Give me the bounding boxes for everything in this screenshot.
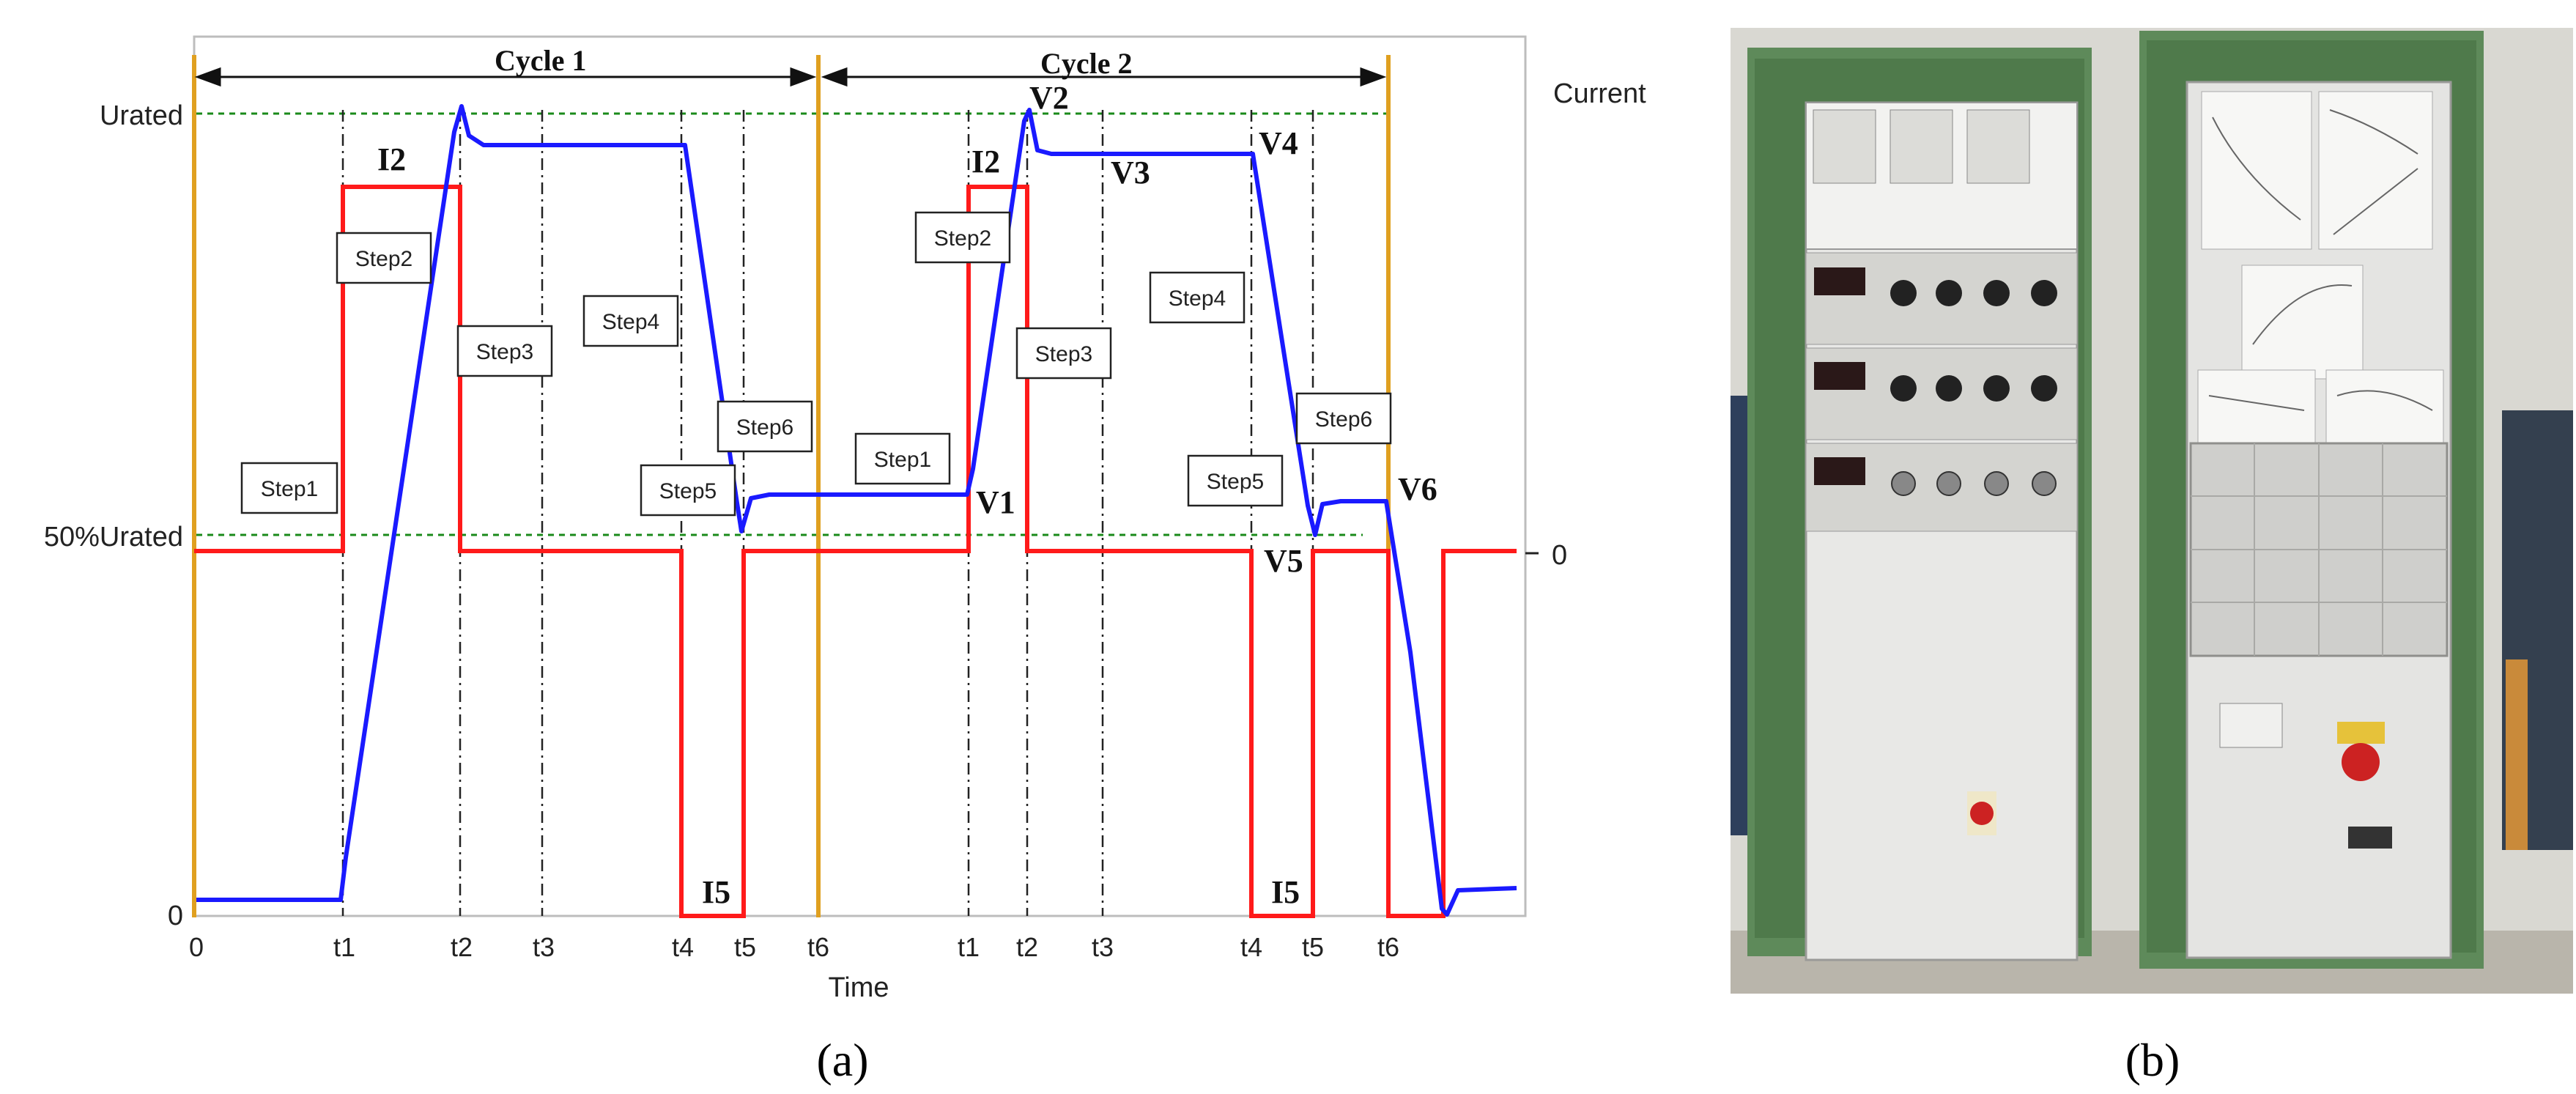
point-label: I2 <box>971 144 1000 180</box>
x-tick: t3 <box>533 932 555 962</box>
step-labels: Step1 Step2 Step3 Step4 Step5 Step6 Step… <box>261 226 1372 503</box>
x-tick: t6 <box>1377 932 1399 962</box>
x-tick: t1 <box>333 932 355 962</box>
point-labels: I2 I5 V2 I2 V3 V4 V1 V6 V5 I5 <box>377 80 1437 910</box>
panel-b-caption: (b) <box>2125 1034 2180 1086</box>
x-tick: t4 <box>1240 932 1262 962</box>
equipment-cabinet-left-icon <box>1747 48 2092 961</box>
point-label: V2 <box>1029 80 1069 116</box>
step-label: Step3 <box>476 340 533 364</box>
point-label: I5 <box>1271 874 1300 910</box>
step-label: Step4 <box>602 310 659 334</box>
cycle-1-label: Cycle 1 <box>495 44 587 77</box>
right-axis-zero: 0 <box>1552 540 1567 571</box>
point-label: V3 <box>1111 155 1150 191</box>
x-tick: t6 <box>807 932 829 962</box>
step-label: Step3 <box>1035 342 1092 366</box>
x-tick: t5 <box>1302 932 1324 962</box>
step-boxes <box>240 211 1392 517</box>
voltage-trace <box>196 104 1517 917</box>
x-tick: t1 <box>958 932 980 962</box>
step-label: Step5 <box>1207 470 1264 494</box>
x-tick: t2 <box>451 932 473 962</box>
x-tick: t2 <box>1016 932 1038 962</box>
panel-b-photo: (b) <box>1731 28 2573 1086</box>
cycle-arrows <box>194 67 1387 87</box>
point-label: V4 <box>1259 125 1298 161</box>
step-label: Step4 <box>1169 287 1226 311</box>
point-label: I5 <box>702 874 730 910</box>
cycle-2-label: Cycle 2 <box>1040 47 1133 80</box>
y-label-zero: 0 <box>168 901 183 931</box>
y-label-urated: Urated <box>100 100 183 131</box>
panel-a-caption: (a) <box>816 1034 868 1086</box>
y-label-half-urated: 50%Urated <box>44 522 183 552</box>
point-label: V1 <box>976 484 1015 520</box>
x-tick: t4 <box>672 932 694 962</box>
step-label: Step6 <box>1315 407 1372 432</box>
point-label: V6 <box>1398 471 1437 507</box>
step-label: Step5 <box>659 479 717 503</box>
step-label: Step1 <box>874 448 931 472</box>
x-tick: t3 <box>1092 932 1114 962</box>
panel-a-diagram: Cycle 1 Cycle 2 Step1 Step2 Step3 Step4 <box>44 35 1646 1086</box>
step-label: Step2 <box>355 247 412 271</box>
step-label: Step2 <box>934 226 991 251</box>
x-tick: t5 <box>734 932 756 962</box>
step-label: Step6 <box>736 415 793 440</box>
x-tick-labels: 0 t1 t2 t3 t4 t5 t6 t1 t2 t3 t4 t5 t6 <box>189 932 1399 962</box>
step-label: Step1 <box>261 477 318 501</box>
point-label: V5 <box>1264 543 1303 579</box>
x-tick: 0 <box>189 932 204 962</box>
point-label: I2 <box>377 141 406 177</box>
x-axis-title: Time <box>828 972 889 1003</box>
equipment-cabinet-right-icon <box>2139 31 2484 969</box>
right-axis-title: Current <box>1553 78 1646 109</box>
